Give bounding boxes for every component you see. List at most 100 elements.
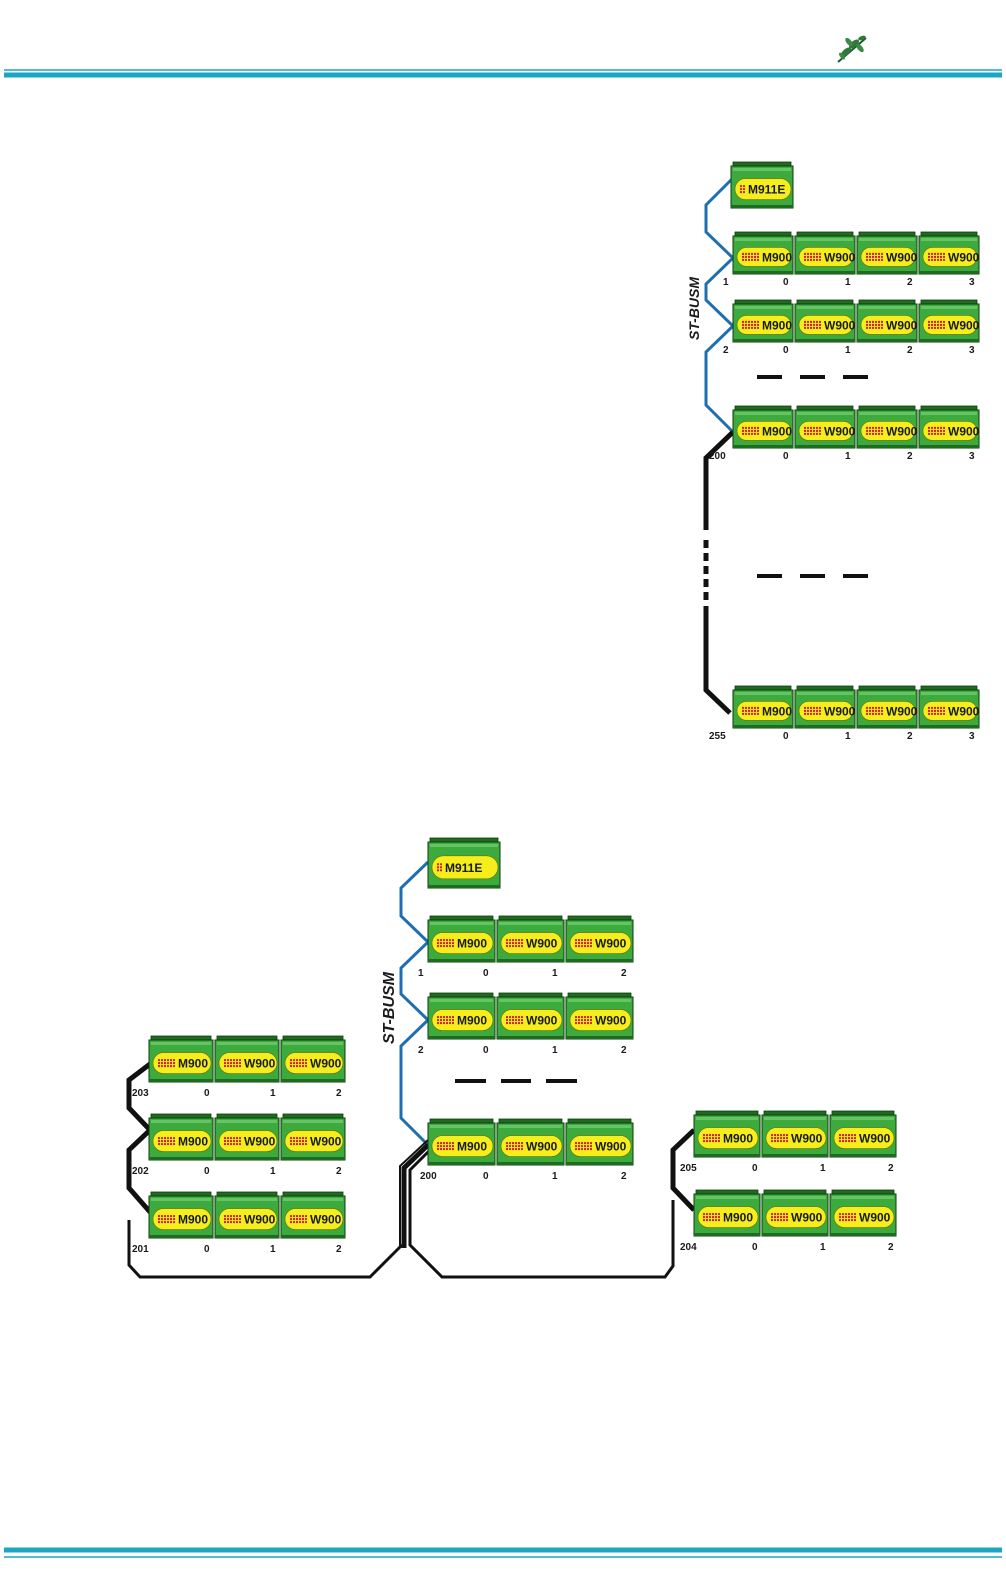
module-label: W900 [526,937,558,951]
row-address: 200 [709,451,726,462]
w900-module: W900 [761,1110,829,1158]
w900-module: W900 [918,231,980,275]
module-label: W900 [948,424,980,438]
module-index: 0 [204,1244,210,1255]
master-module: M911E [730,161,794,209]
led-indicator-icon [804,706,821,715]
m900-module: M900 [148,1035,214,1083]
module-index: 1 [820,1242,826,1253]
module-index: 1 [845,451,851,462]
module-index: 0 [783,731,789,742]
module-label: W900 [244,1057,276,1071]
module-label: M900 [457,1140,487,1154]
module-label: M900 [723,1132,753,1146]
led-indicator-icon [437,863,442,872]
m900-module: M900 [427,992,496,1040]
led-indicator-icon [742,706,759,715]
module-label: W900 [886,318,918,332]
led-indicator-icon [224,1059,241,1068]
w900-module: W900 [794,405,856,449]
row-address: 205 [680,1163,697,1174]
module-index: 3 [969,345,975,356]
module-index: 0 [783,451,789,462]
led-indicator-icon [771,1213,788,1222]
led-indicator-icon [742,252,759,261]
led-indicator-icon [839,1134,856,1143]
led-indicator-icon [158,1137,175,1146]
module-index: 2 [907,731,913,742]
w900-module: W900 [280,1191,346,1239]
module-label: W900 [595,937,627,951]
module-index: 2 [888,1163,894,1174]
module-label: W900 [310,1213,342,1227]
module-index: 1 [845,731,851,742]
led-indicator-icon [928,320,945,329]
led-indicator-icon [742,320,759,329]
w900-module: W900 [565,915,634,963]
module-index: 2 [907,451,913,462]
module-index: 1 [270,1166,276,1177]
led-indicator-icon [866,426,883,435]
w900-module: W900 [918,405,980,449]
module-label: M900 [178,1135,208,1149]
row-address: 202 [132,1166,149,1177]
module-label: W900 [310,1057,342,1071]
module-index: 2 [621,968,627,979]
header [4,35,1002,78]
row-address: 2 [723,345,729,356]
led-indicator-icon [575,1142,592,1151]
w900-module: W900 [856,299,918,343]
branch-cable-center [399,1139,429,1248]
led-indicator-icon [866,252,883,261]
module-label: W900 [310,1135,342,1149]
module-label: M911E [748,183,785,197]
m900-module: M900 [148,1113,214,1161]
led-indicator-icon [506,939,523,948]
w900-module: W900 [918,685,980,729]
m900-module: M900 [732,299,794,343]
module-index: 0 [752,1242,758,1253]
leaf-logo-icon [837,35,867,63]
m911e-module: M911E [730,161,794,209]
w900-module: W900 [794,299,856,343]
w900-module: W900 [280,1113,346,1161]
module-label: W900 [791,1132,823,1146]
module-index: 0 [204,1088,210,1099]
module-index: 0 [752,1163,758,1174]
branch-cable-left [401,1143,430,1248]
module-label: M911E [445,861,482,875]
row-address: 204 [680,1242,697,1253]
w900-module: W900 [496,992,565,1040]
module-label: W900 [526,1014,558,1028]
module-index: 1 [270,1244,276,1255]
led-indicator-icon [804,320,821,329]
module-label: W900 [244,1135,276,1149]
row-address: 2 [418,1045,424,1056]
m900-module: M900 [148,1191,214,1239]
led-indicator-icon [437,939,454,948]
row-address: 255 [709,731,726,742]
st-busm-cable [704,176,736,434]
w900-module: W900 [761,1189,829,1237]
module-index: 1 [820,1163,826,1174]
led-indicator-icon [575,1016,592,1025]
module-label: M900 [762,318,792,332]
module-index: 2 [621,1171,627,1182]
module-label: M900 [762,250,792,264]
module-label: W900 [526,1140,558,1154]
branch-cable-right [408,1148,675,1279]
w900-module: W900 [214,1191,280,1239]
row-address: 201 [132,1244,149,1255]
w900-module: W900 [794,685,856,729]
module-index: 1 [845,345,851,356]
led-indicator-icon [224,1137,241,1146]
led-indicator-icon [839,1213,856,1222]
module-label: W900 [886,250,918,264]
